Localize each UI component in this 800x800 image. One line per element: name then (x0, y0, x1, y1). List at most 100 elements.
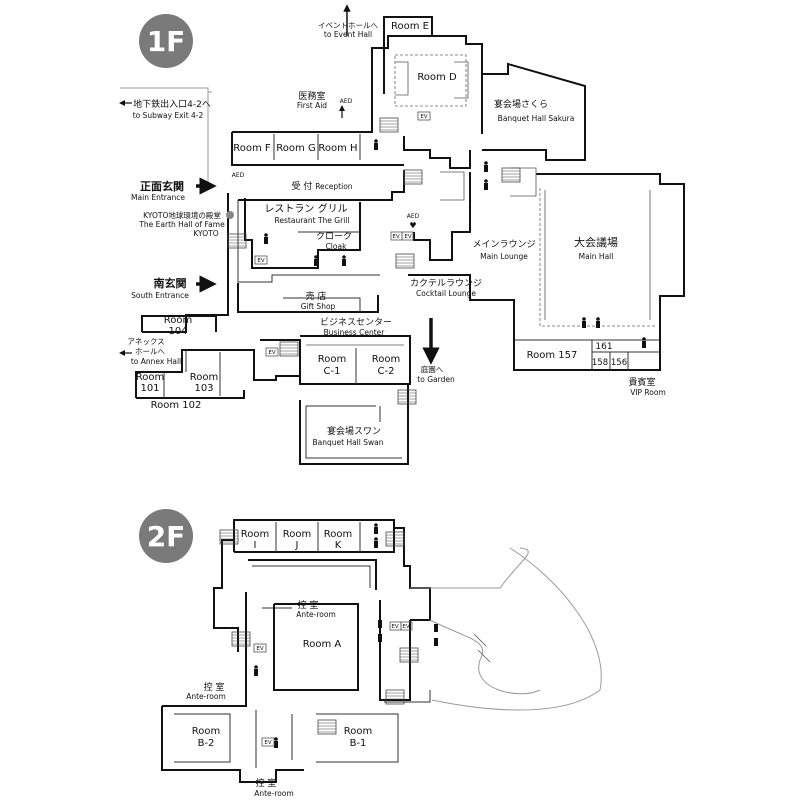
room-c1-line2: C-1 (324, 366, 341, 377)
floor-badge-1f-label: 1F (147, 25, 186, 58)
first-aid-jp-label: 医務室 (298, 90, 325, 102)
event-hall-en-label: to Event Hall (324, 30, 372, 39)
room-101-line: Room (136, 372, 164, 383)
room-k-line: Room (324, 529, 352, 540)
west-block-outline (141, 315, 217, 332)
main-lounge-jp-label: メインラウンジ (472, 239, 535, 250)
sakura-en-label: Banquet Hall Sakura (498, 114, 575, 123)
cloak-en-label: Cloak (326, 242, 348, 251)
room-157-label: Room 157 (527, 350, 578, 361)
room-ijk-outline (233, 519, 395, 553)
main-hall-en-label: Main Hall (579, 252, 614, 261)
room-103-line: Room (190, 372, 218, 383)
reception-jp: 受 付 (291, 180, 312, 192)
room-c-outline (299, 335, 411, 385)
room-k-line2: K (335, 540, 342, 551)
main-lounge-en-label: Main Lounge (480, 252, 528, 261)
garden-en-label: to Garden (417, 375, 455, 384)
room-d-label: Room D (417, 72, 457, 83)
south-entrance-jp-label: 南玄関 (154, 276, 187, 290)
cloak-jp-label: クローク (316, 231, 352, 242)
swan-jp-label: 宴会場スワン (327, 425, 381, 437)
room-e-outline (383, 16, 433, 94)
room-d-outline (371, 35, 483, 134)
room-101-line2: 101 (140, 383, 159, 394)
floor-badge-2f-label: 2F (147, 520, 186, 553)
reception-en: Reception (315, 182, 353, 191)
vip-en-label: VIP Room (630, 388, 666, 397)
room-i-line2: I (254, 540, 257, 551)
aed-icon: AED (232, 172, 245, 179)
shop-en-label: Gift Shop (301, 302, 336, 311)
room-g-label: Room G (276, 143, 315, 154)
room-156-label: 156 (611, 358, 627, 368)
aed-icon: AED (407, 213, 420, 220)
room-a-label: Room A (303, 639, 342, 650)
room-b1-line: Room (344, 726, 372, 737)
elevator-icon: EV (392, 234, 399, 240)
elevator-icon: EV (257, 258, 264, 264)
annex-jp2-label: ホールへ (135, 347, 165, 356)
elevator-icon: EV (256, 646, 263, 652)
annex-en-label: to Annex Hall (131, 357, 181, 366)
room-158-label: 158 (592, 358, 608, 368)
sakura-outline (482, 62, 586, 161)
elevator-icon: EV (404, 234, 411, 240)
event-hall-jp-label: イベントホールへ (318, 21, 378, 30)
floor-badge-2f: 2F (139, 509, 193, 563)
aed-icon: AED (340, 98, 353, 105)
room-104-line: Room (164, 315, 192, 326)
ante-room-jp-label: 控 室 (204, 681, 225, 693)
main-hall-jp-label: 大会議場 (574, 235, 618, 249)
room-b1-line2: B-1 (350, 738, 367, 749)
room-104-line2: 104 (168, 326, 187, 337)
room-102-label: Room 102 (151, 400, 202, 411)
room-c2-line2: C-2 (378, 366, 395, 377)
first-aid-en-label: First Aid (297, 101, 327, 110)
room-b2-line: Room (192, 726, 220, 737)
earth-hall-jp-label: KYOTO地球環境の殿堂 (143, 210, 221, 220)
floor-2f: 2F (139, 509, 602, 798)
elevator-icon: EV (264, 740, 271, 746)
cocktail-jp-label: カクテルラウンジ (410, 278, 482, 289)
floor-1f: 1F (119, 4, 685, 465)
annex-jp1-label: アネックス (127, 337, 164, 346)
ante-room-en-label: Ante-room (296, 610, 336, 619)
elevator-icon: EV (391, 624, 398, 630)
ante-room-jp-label: 控 室 (256, 777, 277, 789)
room-b2-line2: B-2 (198, 738, 215, 749)
room-j-line: Room (283, 529, 311, 540)
elevator-icon: EV (402, 624, 409, 630)
business-jp-label: ビジネスセンター (320, 317, 392, 328)
garden-jp-label: 庭園へ (421, 364, 444, 374)
room-i-line: Room (241, 529, 269, 540)
swan-en-label: Banquet Hall Swan (313, 438, 384, 447)
main-entrance-jp-label: 正面玄関 (140, 179, 184, 193)
earth-hall-marker-icon (226, 211, 234, 219)
room-j-line2: J (295, 540, 299, 551)
vip-jp-label: 貴賓室 (628, 376, 655, 388)
room-c1-line: Room (318, 354, 346, 365)
business-en-label: Business Center (324, 328, 386, 337)
reception-label: 受 付 Reception (291, 180, 352, 192)
room-f-label: Room F (233, 143, 271, 154)
main-entrance-en-label: Main Entrance (131, 193, 185, 202)
south-entrance-en-label: South Entrance (131, 291, 189, 300)
elevator-icon: EV (268, 350, 275, 356)
main-hall-outline (469, 173, 685, 371)
room-h-label: Room H (318, 143, 357, 154)
ante-room-jp-label: 控 室 (298, 599, 319, 611)
subway-jp-label: 地下鉄出入口4-2へ (133, 98, 211, 110)
elevator-icon: EV (420, 114, 427, 120)
sakura-jp-label: 宴会場さくら (494, 98, 548, 110)
